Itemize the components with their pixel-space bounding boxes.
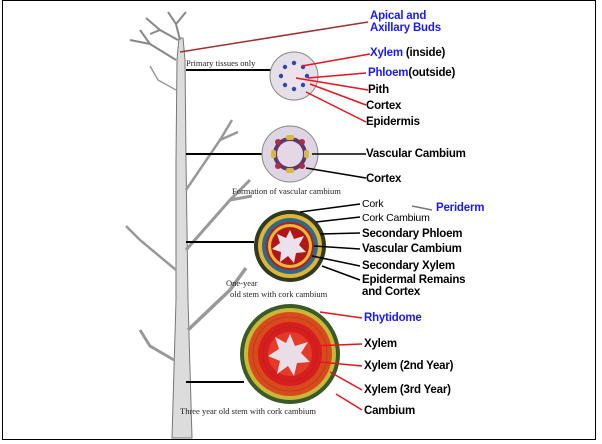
section-three-year — [240, 304, 340, 404]
label-cork-cambium: Cork Cambium — [362, 212, 430, 224]
label-vascular-cambium-1: Vascular Cambium — [366, 148, 466, 160]
label-xylem-3: Xylem — [364, 338, 397, 350]
label-vascular-cambium-2: Vascular Cambium — [362, 243, 462, 255]
label-secondary-phloem: Secondary Phloem — [362, 228, 462, 240]
label-cortex-2: Cortex — [366, 173, 401, 185]
caption-one-year: One-year — [226, 278, 258, 288]
label-epidermal-remains: Epidermal Remains — [362, 274, 465, 286]
label-pith: Pith — [368, 84, 389, 96]
caption-formation: Formation of vascular cambium — [232, 186, 341, 196]
section-vascular-cambium — [262, 126, 318, 182]
label-apical: Apical and — [370, 10, 426, 22]
label-xylem-3rd-year: Xylem (3rd Year) — [364, 384, 451, 396]
caption-one-year-stem: old stem with cork cambium — [230, 289, 327, 299]
label-periderm: Periderm — [436, 202, 484, 214]
label-and-cortex: and Cortex — [362, 286, 420, 298]
label-cortex-1: Cortex — [366, 100, 401, 112]
bud-pointer — [180, 22, 368, 52]
label-xylem-inside: Xylem (inside) — [370, 47, 445, 59]
caption-primary-tissues: Primary tissues only — [186, 58, 255, 68]
caption-three-year: Three year old stem with cork cambium — [180, 406, 316, 416]
label-cork: Cork — [362, 198, 383, 210]
stem-drawing — [126, 12, 252, 438]
label-secondary-xylem: Secondary Xylem — [362, 260, 455, 272]
label-epidermis: Epidermis — [366, 116, 420, 128]
label-xylem-2nd-year: Xylem (2nd Year) — [364, 360, 453, 372]
label-rhytidome: Rhytidome — [364, 312, 422, 324]
label-phloem-outside: Phloem(outside) — [368, 67, 455, 79]
label-cambium: Cambium — [364, 405, 415, 417]
label-axillary-buds: Axillary Buds — [370, 22, 441, 34]
section-primary — [270, 52, 318, 100]
